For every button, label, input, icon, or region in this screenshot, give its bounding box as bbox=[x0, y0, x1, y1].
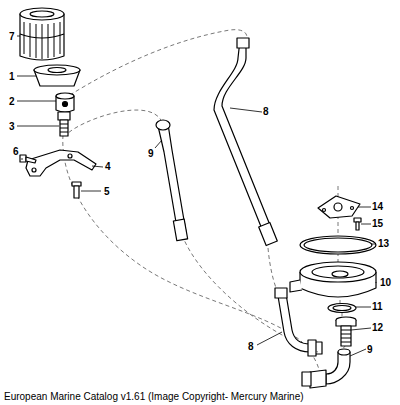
callout-number: 6 bbox=[13, 146, 19, 157]
oil-filter bbox=[20, 8, 64, 60]
callout-number: 2 bbox=[9, 96, 15, 107]
callout-number: 12 bbox=[372, 322, 383, 333]
bracket-screw bbox=[20, 155, 36, 163]
caption: European Marine Catalog v1.61 (Image Cop… bbox=[4, 391, 304, 403]
callout-number: 8 bbox=[248, 341, 254, 352]
callout-number: 4 bbox=[105, 161, 111, 172]
callout-number: 15 bbox=[372, 218, 383, 229]
callout-number: 9 bbox=[367, 344, 373, 355]
hose-elbow bbox=[302, 349, 350, 388]
adapter-fitting bbox=[56, 93, 74, 112]
filter-housing bbox=[290, 262, 376, 297]
callout-number: 10 bbox=[380, 277, 391, 288]
callout-number: 5 bbox=[104, 186, 110, 197]
callout-number: 14 bbox=[372, 201, 383, 212]
gasket-ring bbox=[300, 236, 376, 254]
callout-number: 3 bbox=[9, 121, 15, 132]
filter-adapter bbox=[34, 65, 80, 86]
mounting-bracket bbox=[26, 150, 96, 176]
hose-elbow bbox=[275, 288, 322, 356]
leader-line bbox=[17, 36, 376, 356]
callout-number: 9 bbox=[148, 148, 154, 159]
assembly-line bbox=[63, 30, 346, 381]
callout-number: 1 bbox=[9, 71, 15, 82]
cap-screw bbox=[354, 218, 361, 230]
callout-number: 8 bbox=[263, 106, 269, 117]
oil-hose bbox=[156, 120, 188, 241]
callout-number: 7 bbox=[9, 31, 15, 42]
o-ring bbox=[328, 304, 356, 313]
center-fitting bbox=[336, 317, 356, 346]
oil-hose bbox=[214, 38, 277, 246]
callout-number: 11 bbox=[372, 301, 383, 312]
callout-number: 13 bbox=[378, 238, 389, 249]
bracket-bolt bbox=[72, 182, 81, 198]
housing-cap bbox=[318, 196, 360, 218]
hose-nipple bbox=[58, 112, 70, 136]
